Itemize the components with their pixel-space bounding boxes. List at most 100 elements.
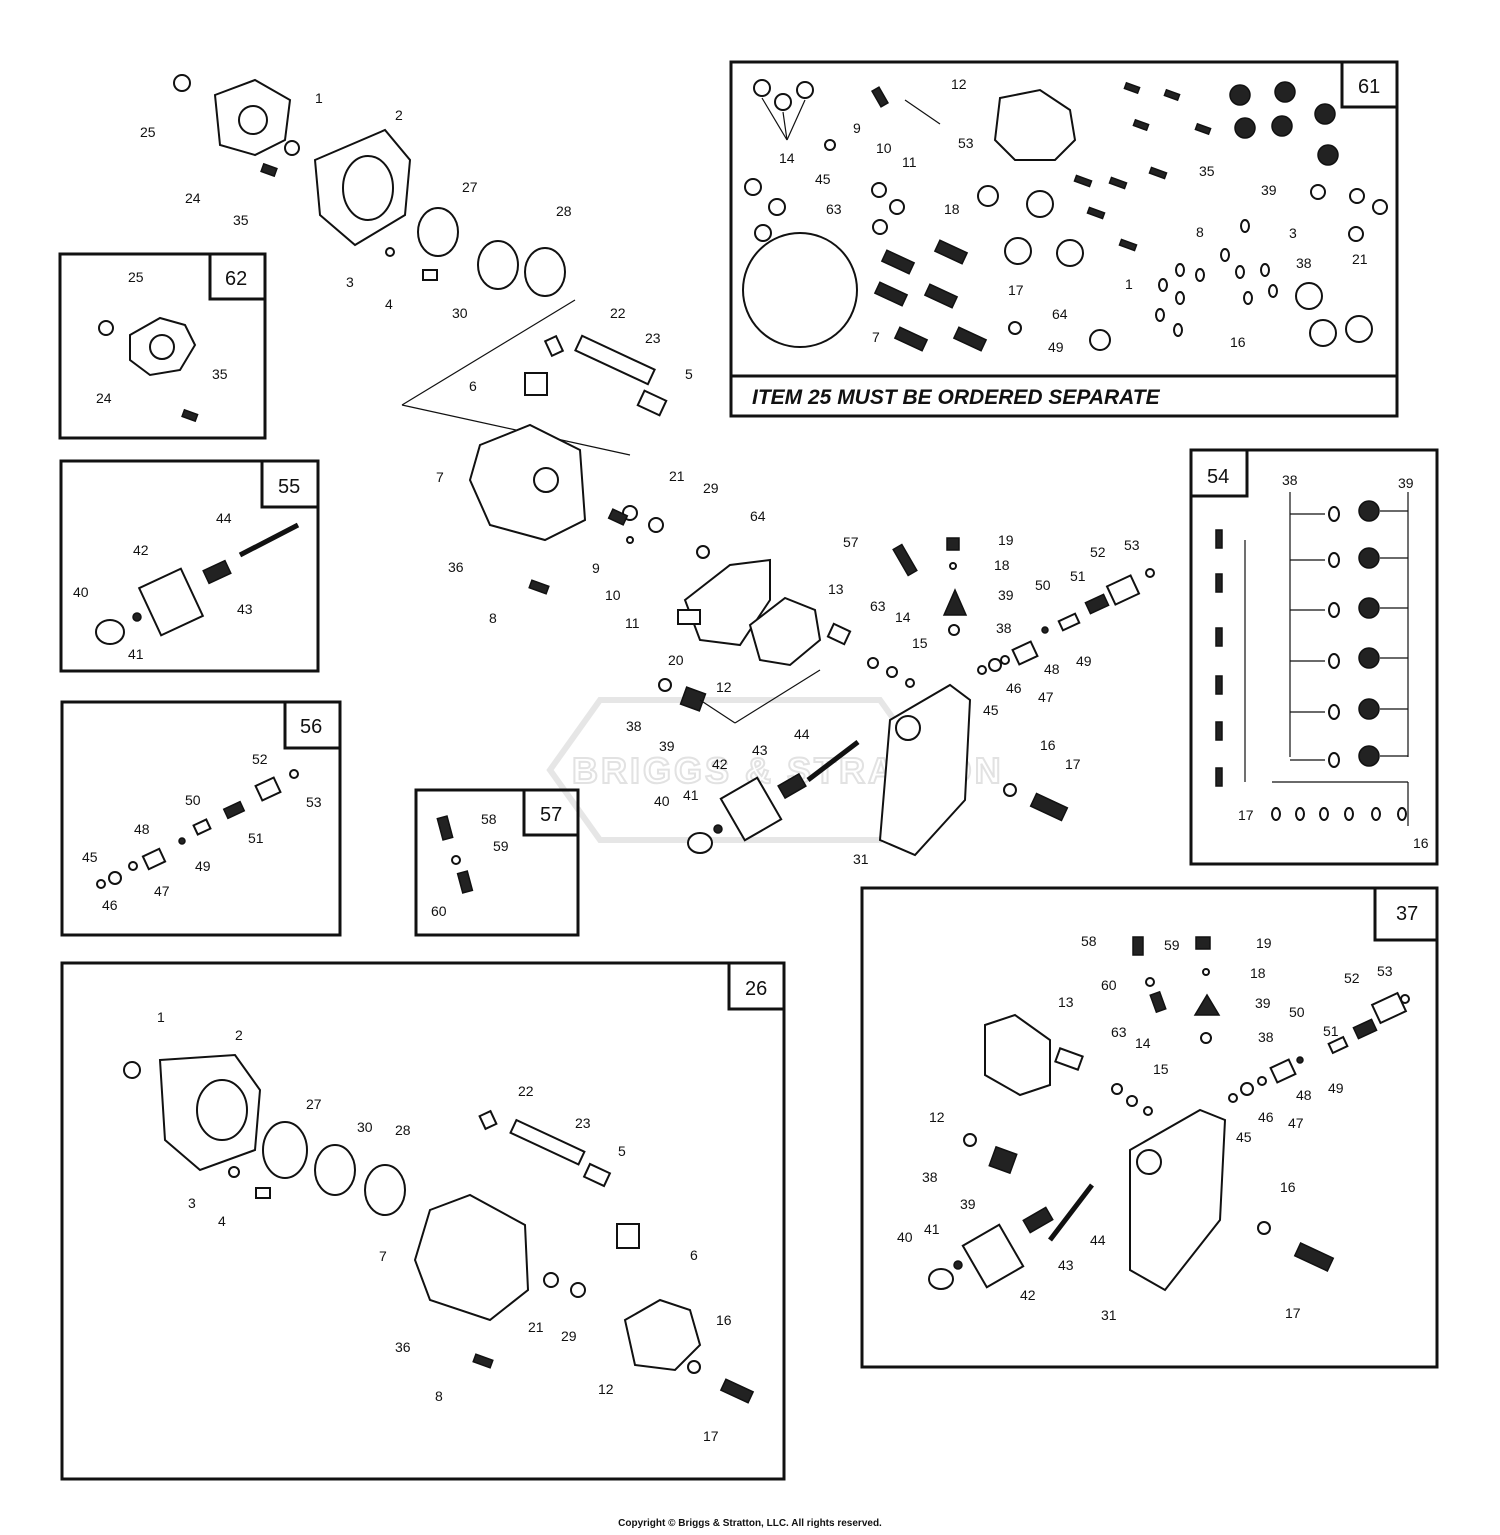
part-callout: 17 (703, 1428, 719, 1444)
part-callout: 23 (645, 330, 661, 346)
part-callout: 40 (897, 1229, 913, 1245)
part-callout: 13 (1058, 994, 1074, 1010)
part-callout: 40 (654, 793, 670, 809)
part-callout: 10 (876, 140, 892, 156)
part-callout: 48 (1296, 1087, 1312, 1103)
part-callout: 3 (1289, 225, 1297, 241)
part-callout: 14 (895, 609, 911, 625)
part-callout: 45 (82, 849, 98, 865)
part-callout: 9 (592, 560, 600, 576)
part-callout: 43 (237, 601, 253, 617)
part-callout: 49 (1048, 339, 1064, 355)
part-callout: 63 (870, 598, 886, 614)
part-callout: 27 (462, 179, 478, 195)
panel-57: 57 58 59 60 (414, 788, 580, 937)
part-callout: 41 (683, 787, 699, 803)
part-callout: 49 (1076, 653, 1092, 669)
part-callout: 14 (779, 150, 795, 166)
part-callout: 13 (828, 581, 844, 597)
part-callout: 12 (598, 1381, 614, 1397)
part-callout: 39 (1398, 475, 1414, 491)
part-callout: 47 (154, 883, 170, 899)
part-callout: 38 (626, 718, 642, 734)
panel-number-61: 61 (1358, 76, 1380, 98)
bolts-17 (873, 239, 988, 352)
part-callout: 18 (944, 201, 960, 217)
part-callout: 11 (625, 615, 640, 631)
part-callout: 60 (431, 903, 447, 919)
part-callout: 35 (212, 366, 228, 382)
part-callout: 6 (690, 1247, 698, 1263)
part-callout: 7 (379, 1248, 387, 1264)
part-callout: 49 (1328, 1080, 1344, 1096)
part-callout: 28 (395, 1122, 411, 1138)
part-callout: 39 (659, 738, 675, 754)
part-callout: 3 (346, 274, 354, 290)
part-callout: 40 (73, 584, 89, 600)
part-callout: 43 (1058, 1257, 1074, 1273)
part-callout: 59 (1164, 937, 1180, 953)
rows-38-39 (1290, 500, 1408, 768)
part-callout: 15 (912, 635, 928, 651)
part-callout: 22 (610, 305, 626, 321)
part-callout: 12 (929, 1109, 945, 1125)
orings-38-16 (1155, 219, 1278, 337)
part-callout: 24 (185, 190, 201, 206)
part-callout: 21 (669, 468, 685, 484)
part-callout: 20 (668, 652, 684, 668)
part-callout: 42 (1020, 1287, 1036, 1303)
panel-number-62: 62 (225, 268, 247, 290)
part-callout: 43 (752, 742, 768, 758)
part-callout: 52 (1344, 970, 1360, 986)
part-callout: 18 (994, 557, 1010, 573)
part-callout: 53 (1124, 537, 1140, 553)
part-callout: 28 (556, 203, 572, 219)
part-callout: 45 (983, 702, 999, 718)
part-callout: 5 (618, 1143, 626, 1159)
part-callout: 8 (435, 1388, 443, 1404)
part-callout: 38 (922, 1169, 938, 1185)
part-callout: 50 (1289, 1004, 1305, 1020)
part-callout: 39 (998, 587, 1014, 603)
part-callout: 35 (233, 212, 249, 228)
caps-39 (1229, 81, 1339, 166)
callouts-panel-61: 14 9 10 11 12 53 45 35 39 63 18 8 3 38 2… (779, 76, 1368, 355)
part-callout: 17 (1285, 1305, 1301, 1321)
panel-number-54: 54 (1207, 466, 1229, 488)
part-callout: 53 (306, 794, 322, 810)
part-callout: 1 (157, 1009, 165, 1025)
bolts-35 (1123, 81, 1212, 136)
part-callout: 5 (685, 366, 693, 382)
part-callout: 3 (188, 1195, 196, 1211)
part-callout: 38 (1282, 472, 1298, 488)
part-callout: 35 (1199, 163, 1215, 179)
part-callout: 63 (826, 201, 842, 217)
part-callout: 47 (1038, 689, 1054, 705)
part-callout: 63 (1111, 1024, 1127, 1040)
part-callout: 18 (1250, 965, 1266, 981)
part-callout: 45 (815, 171, 831, 187)
panel-37: 37 58 59 19 18 60 (860, 886, 1439, 1369)
part-callout: 31 (1101, 1307, 1117, 1323)
part-callout: 14 (1135, 1035, 1151, 1051)
part-callout: 38 (1258, 1029, 1274, 1045)
main-exploded-view: 25 1 2 24 35 27 28 3 4 30 22 23 6 5 7 21… (140, 74, 1155, 867)
panel-61: 61 ITEM 25 MUST BE ORDERED SEPARATE (729, 60, 1399, 418)
part-callout: 39 (1255, 995, 1271, 1011)
part-callout: 4 (385, 296, 393, 312)
part-callout: 12 (716, 679, 732, 695)
part-callout: 46 (1006, 680, 1022, 696)
part-callout: 12 (951, 76, 967, 92)
part-callout: 42 (133, 542, 149, 558)
part-callout: 51 (1323, 1023, 1339, 1039)
panel-55: 55 44 42 43 40 41 (59, 459, 320, 673)
part-callout: 44 (216, 510, 232, 526)
part-callout: 16 (716, 1312, 732, 1328)
panel-56: 56 52 53 50 51 48 49 45 47 46 (60, 700, 342, 937)
part-callout: 23 (575, 1115, 591, 1131)
part-callout: 60 (1101, 977, 1117, 993)
part-callout: 16 (1230, 334, 1246, 350)
part-callout: 59 (493, 838, 509, 854)
part-callout: 27 (306, 1096, 322, 1112)
part-callout: 53 (958, 135, 974, 151)
